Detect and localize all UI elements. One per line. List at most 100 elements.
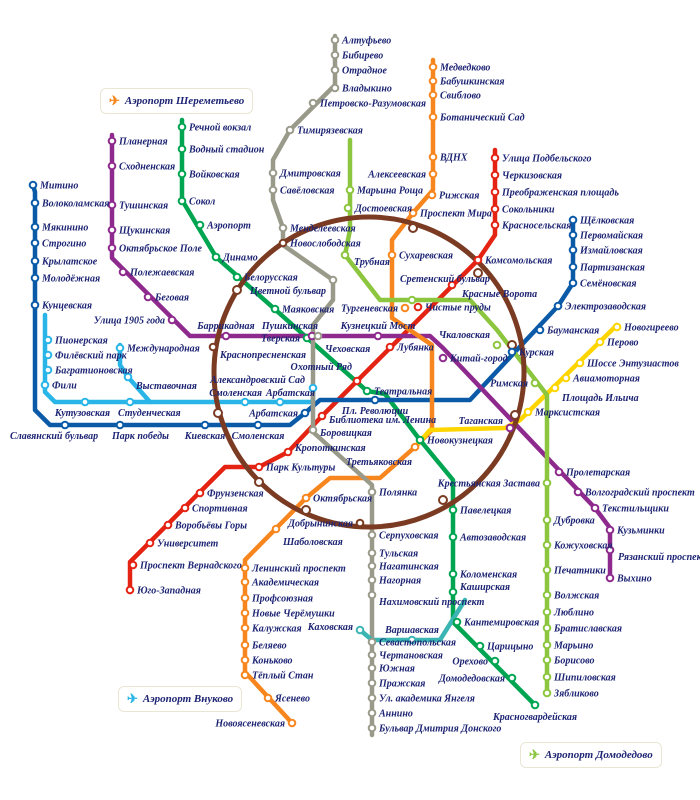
station-label[interactable]: Спортивная xyxy=(192,504,248,515)
station-marker[interactable] xyxy=(605,573,615,583)
station-label[interactable]: Печатники xyxy=(553,566,606,577)
station-label[interactable]: Волоколамская xyxy=(41,199,109,210)
station-marker[interactable] xyxy=(240,655,250,665)
station-marker[interactable] xyxy=(550,383,560,393)
station-label[interactable]: Тушинская xyxy=(119,201,168,212)
station-label[interactable]: Александровский Сад xyxy=(209,375,305,386)
station-label[interactable]: Студенческая xyxy=(118,408,181,419)
station-marker[interactable] xyxy=(308,98,318,108)
station-marker[interactable] xyxy=(428,112,438,122)
station-label[interactable]: Чкаловская xyxy=(439,330,490,341)
station-label[interactable]: Каховская xyxy=(307,622,353,633)
station-label[interactable]: Алтуфьево xyxy=(341,36,391,47)
station-marker[interactable] xyxy=(542,515,552,525)
station-label[interactable]: Тульская xyxy=(379,549,418,560)
station-label[interactable]: Пражская xyxy=(378,679,425,690)
station-label[interactable]: Парк победы xyxy=(111,431,169,442)
station-marker[interactable] xyxy=(355,625,365,635)
station-marker[interactable] xyxy=(568,278,578,288)
station-label[interactable]: Партизанская xyxy=(579,263,645,274)
station-marker[interactable] xyxy=(413,302,423,312)
station-marker[interactable] xyxy=(490,204,500,214)
station-label[interactable]: Борисово xyxy=(553,656,594,667)
station-marker[interactable] xyxy=(542,672,552,682)
station-label[interactable]: Варшавская xyxy=(384,625,439,636)
station-marker[interactable] xyxy=(285,125,295,135)
station-marker[interactable] xyxy=(590,503,600,513)
station-label[interactable]: Волгоградский проспект xyxy=(584,488,695,499)
station-label[interactable]: Китай-город xyxy=(449,354,508,365)
station-label[interactable]: Тверская xyxy=(261,334,300,345)
station-label[interactable]: Таганская xyxy=(459,416,503,427)
station-marker[interactable] xyxy=(507,673,517,683)
station-label[interactable]: Новокузнецкая xyxy=(426,436,493,447)
station-label[interactable]: Парк Культуры xyxy=(265,463,335,474)
station-label[interactable]: Митино xyxy=(39,181,78,192)
station-label[interactable]: Крестьянская Застава xyxy=(437,479,540,490)
station-label[interactable]: Проспект Вернадского xyxy=(139,561,242,572)
station-label[interactable]: Ул. академика Янгеля xyxy=(379,694,475,705)
station-label[interactable]: Марксистская xyxy=(534,408,600,419)
station-label[interactable]: Планерная xyxy=(118,137,168,148)
station-marker[interactable] xyxy=(115,343,125,353)
station-marker[interactable] xyxy=(542,478,552,488)
station-label[interactable]: Библиотека им. Ленина xyxy=(328,415,436,426)
station-label[interactable]: Комсомольская xyxy=(484,256,552,267)
station-label[interactable]: Выставочная xyxy=(135,381,197,392)
station-marker[interactable] xyxy=(367,487,377,497)
station-marker[interactable] xyxy=(30,256,40,266)
station-label[interactable]: Кантемировская xyxy=(463,618,539,629)
station-label[interactable]: Люблино xyxy=(553,608,594,619)
station-marker[interactable] xyxy=(542,623,552,633)
station-label[interactable]: Тимирязевская xyxy=(297,126,363,137)
station-label[interactable]: Сходненская xyxy=(119,162,175,173)
station-label[interactable]: Кузнецкий Мост xyxy=(340,321,416,332)
interchange-marker[interactable] xyxy=(438,495,448,505)
station-marker[interactable] xyxy=(542,590,552,600)
station-label[interactable]: Медведково xyxy=(439,63,490,74)
station-label[interactable]: Маяковская xyxy=(281,305,334,316)
station-label[interactable]: Бауманская xyxy=(546,326,599,337)
station-label[interactable]: Войковская xyxy=(188,170,240,181)
station-marker[interactable] xyxy=(107,200,117,210)
station-label[interactable]: Юго-Западная xyxy=(136,586,201,597)
station-label[interactable]: Шаболовская xyxy=(282,537,343,548)
station-marker[interactable] xyxy=(328,275,338,285)
station-marker[interactable] xyxy=(415,435,425,445)
station-marker[interactable] xyxy=(275,397,285,407)
station-label[interactable]: Калужская xyxy=(251,624,302,635)
station-label[interactable]: Коломенская xyxy=(459,570,517,581)
station-label[interactable]: Перово xyxy=(606,338,639,349)
station-label[interactable]: Марьино xyxy=(553,641,593,652)
station-marker[interactable] xyxy=(473,255,483,265)
station-label[interactable]: Орехово xyxy=(452,657,488,668)
station-marker[interactable] xyxy=(523,407,533,417)
station-label[interactable]: Домодедовская xyxy=(438,674,505,685)
station-label[interactable]: Молодёжная xyxy=(41,274,100,285)
station-label[interactable]: Динамо xyxy=(222,253,258,264)
station-label[interactable]: Чистые пруды xyxy=(425,303,491,314)
interchange-marker[interactable] xyxy=(213,408,223,418)
station-marker[interactable] xyxy=(43,350,53,360)
station-marker[interactable] xyxy=(542,655,552,665)
station-label[interactable]: Чеховская xyxy=(325,344,370,355)
station-marker[interactable] xyxy=(301,493,311,503)
station-marker[interactable] xyxy=(373,331,383,341)
station-marker[interactable] xyxy=(367,650,377,660)
interchange-marker[interactable] xyxy=(510,410,520,420)
station-label[interactable]: Коньково xyxy=(251,656,293,667)
station-marker[interactable] xyxy=(125,397,135,407)
station-marker[interactable] xyxy=(240,397,250,407)
station-marker[interactable] xyxy=(367,561,377,571)
station-label[interactable]: Автозаводская xyxy=(459,533,526,544)
station-marker[interactable] xyxy=(177,122,187,132)
station-marker[interactable] xyxy=(240,593,250,603)
station-marker[interactable] xyxy=(123,372,133,382)
station-label[interactable]: Речной вокзал xyxy=(189,123,251,134)
station-label[interactable]: Кожуховская xyxy=(553,541,612,552)
station-label[interactable]: Международная xyxy=(126,344,200,355)
station-marker[interactable] xyxy=(278,238,288,248)
station-label[interactable]: Красные Ворота xyxy=(461,289,537,300)
station-label[interactable]: Чертановская xyxy=(379,651,443,662)
station-marker[interactable] xyxy=(330,35,340,45)
